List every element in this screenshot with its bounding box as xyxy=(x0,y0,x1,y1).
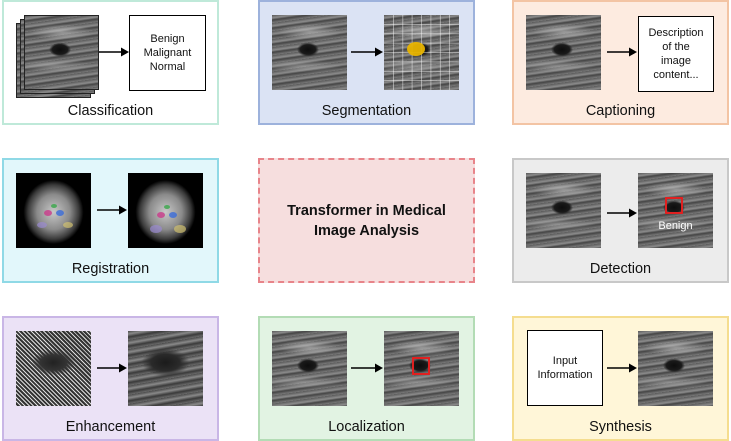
brain-structures xyxy=(37,204,73,228)
registered-brain-mri-image xyxy=(128,173,203,248)
caption-line-2: of the xyxy=(662,41,690,53)
ultrasound-image xyxy=(272,15,347,90)
label-benign: Benign xyxy=(150,33,185,45)
center-title-line-1: Transformer in Medical xyxy=(287,202,446,219)
center-title-line-2: Image Analysis xyxy=(313,222,420,239)
panel-caption: Segmentation xyxy=(321,103,412,119)
input-label-line-2: Information xyxy=(537,369,593,381)
input-label-line-1: Input xyxy=(552,355,578,367)
arrow-icon xyxy=(351,363,383,373)
panel-caption: Enhancement xyxy=(65,419,156,435)
panel-caption: Captioning xyxy=(585,103,656,119)
ultrasound-image xyxy=(272,331,347,406)
arrow-icon xyxy=(97,363,127,373)
localization-panel: Localization xyxy=(258,316,475,441)
arrow-icon xyxy=(351,47,383,57)
caption-line-1: Description xyxy=(648,27,704,39)
detection-label: Benign xyxy=(658,220,693,232)
brain-mri-image xyxy=(16,173,91,248)
panel-caption: Detection xyxy=(589,261,652,277)
classification-panel: Benign Malignant Normal Classification xyxy=(2,0,219,125)
segmented-ultrasound-image xyxy=(384,15,459,90)
detection-bounding-box xyxy=(665,197,683,214)
caption-text-box: Description of the image content... xyxy=(638,16,714,92)
ultrasound-image xyxy=(526,173,601,248)
enhancement-panel: Enhancement xyxy=(2,316,219,441)
arrow-icon xyxy=(607,208,637,218)
label-malignant: Malignant xyxy=(143,47,192,59)
panel-caption: Registration xyxy=(71,261,150,277)
class-labels-box: Benign Malignant Normal xyxy=(129,15,206,91)
arrow-icon xyxy=(607,363,637,373)
panel-caption: Synthesis xyxy=(589,419,652,435)
label-normal: Normal xyxy=(149,61,186,73)
synthesis-panel: Input Information Synthesis xyxy=(512,316,729,441)
caption-line-3: image xyxy=(661,55,691,67)
segmentation-panel: Segmentation xyxy=(258,0,475,125)
panel-caption: Classification xyxy=(67,103,154,119)
ultrasound-image xyxy=(24,15,99,90)
localization-box xyxy=(412,357,430,375)
brain-structures xyxy=(150,205,186,233)
enhanced-ultrasound-image xyxy=(128,331,203,406)
segmentation-mask xyxy=(407,42,425,56)
localized-ultrasound-image xyxy=(384,331,459,406)
center-title-box: Transformer in Medical Image Analysis xyxy=(258,158,475,283)
synthesized-ultrasound-image xyxy=(638,331,713,406)
caption-line-4: content... xyxy=(653,69,699,81)
detection-panel: Benign Detection xyxy=(512,158,729,283)
noisy-ultrasound-image xyxy=(16,331,91,406)
detection-ultrasound-image: Benign xyxy=(638,173,713,248)
input-information-box: Input Information xyxy=(527,330,603,406)
arrow-icon xyxy=(97,205,127,215)
registration-panel: Registration xyxy=(2,158,219,283)
ultrasound-image xyxy=(526,15,601,90)
arrow-icon xyxy=(607,47,637,57)
patch-grid xyxy=(384,15,459,90)
arrow-icon xyxy=(99,47,129,57)
panel-caption: Localization xyxy=(328,419,405,435)
captioning-panel: Description of the image content... Capt… xyxy=(512,0,729,125)
